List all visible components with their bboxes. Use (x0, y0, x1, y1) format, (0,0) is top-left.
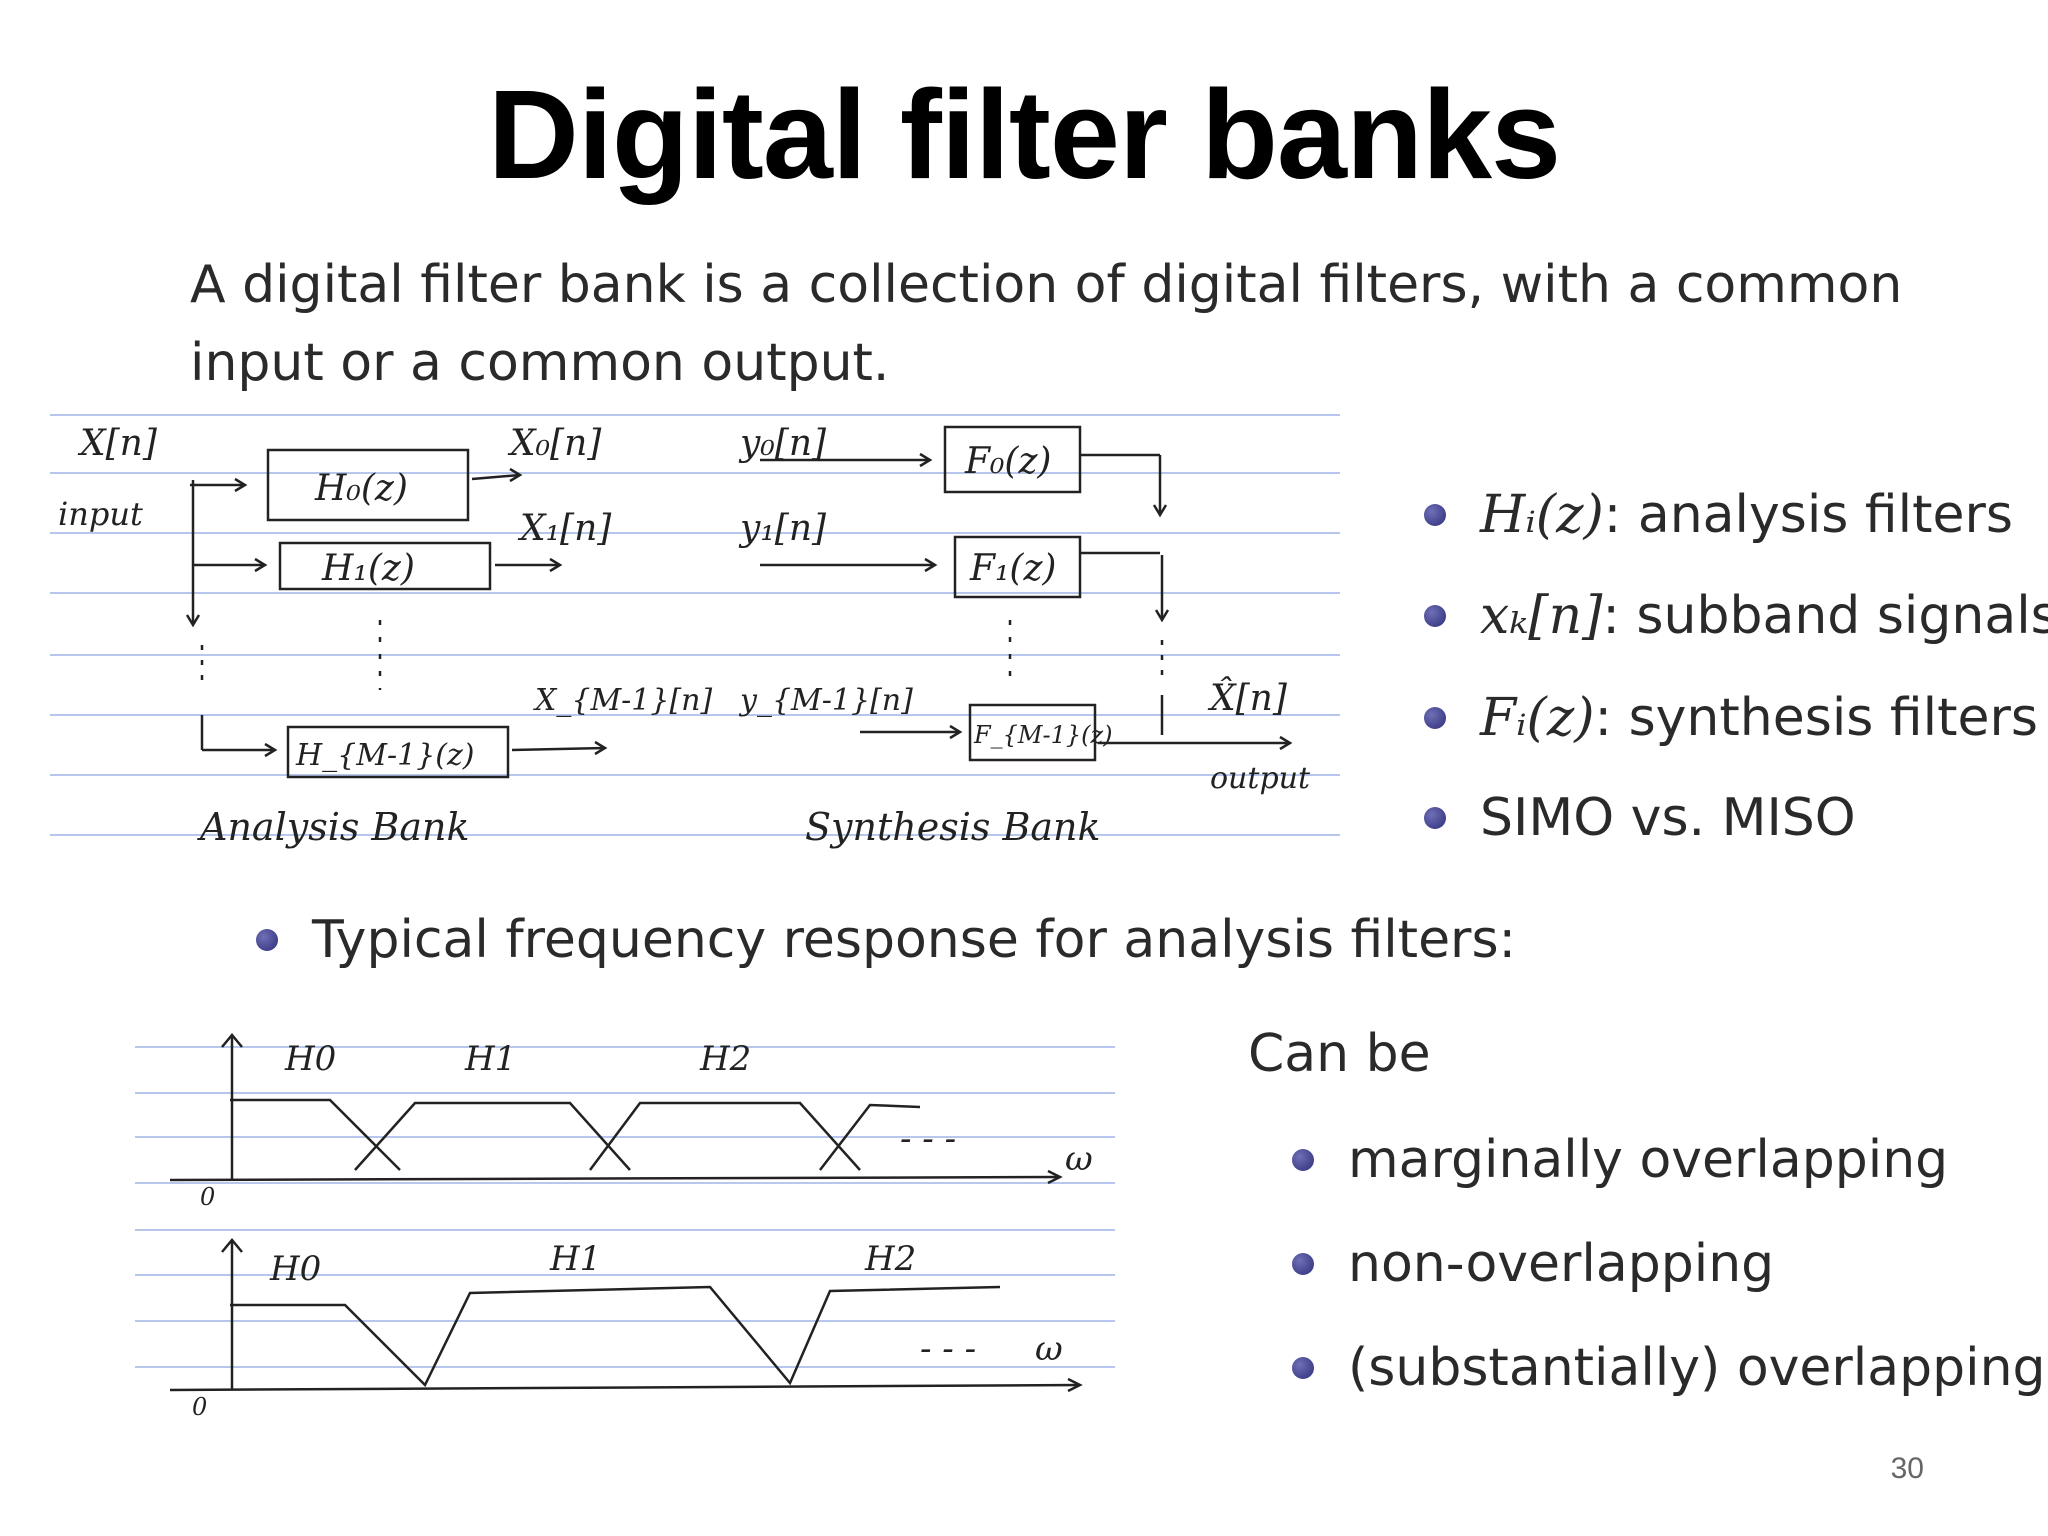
bullet-icon (1292, 1149, 1314, 1171)
diagram-xhat-label: X̂[n] (1207, 676, 1288, 719)
page-number: 30 (1890, 1452, 1924, 1485)
diagram-ym1-label: y_{M-1}[n] (738, 683, 913, 718)
bullet-icon (256, 929, 278, 951)
plot1-h2-label: H2 (699, 1039, 751, 1079)
can-be-item-non-overlapping: non-overlapping (1292, 1234, 1774, 1294)
diagram-output-label: output (1210, 761, 1311, 796)
can-be-item-marginal: marginally overlapping (1292, 1130, 1948, 1190)
diagram-fm1-label: F_{M-1}(z) (973, 721, 1113, 749)
plot2-h2-label: H2 (864, 1239, 916, 1279)
plot1-zero-label: 0 (200, 1183, 215, 1211)
bullet-math: Fᵢ(z) (1480, 688, 1595, 748)
diagram-y0-label: y₀[n] (738, 423, 827, 464)
plot2-zero-label: 0 (192, 1393, 207, 1421)
frequency-response-plots: H0 H1 H2 - - - ω 0 H0 H1 H2 - - - ω 0 (135, 1033, 1115, 1421)
bullet-icon (1292, 1253, 1314, 1275)
bullet-text: : synthesis filters (1594, 688, 2038, 748)
analysis-bank-label: Analysis Bank (197, 805, 470, 849)
diagram-input-label: input (58, 495, 143, 533)
can-be-item-overlapping: (substantially) overlapping (1292, 1338, 2046, 1398)
bullet-icon (1292, 1357, 1314, 1379)
synthesis-bank-label: Synthesis Bank (805, 805, 1101, 849)
plot2-h0-label: H0 (269, 1249, 321, 1289)
plot2-omega-label: ω (1035, 1329, 1063, 1369)
can-be-item-text: marginally overlapping (1348, 1130, 1949, 1190)
diagram-hm1-label: H_{M-1}(z) (295, 738, 475, 773)
diagram-xm1-label: X_{M-1}[n] (533, 683, 712, 718)
plot1-omega-label: ω (1065, 1139, 1093, 1179)
freq-response-heading: Typical frequency response for analysis … (256, 910, 1516, 970)
can-be-label: Can be (1248, 1024, 1431, 1084)
bullet-analysis-filters: Hᵢ(z) : analysis filters (1424, 485, 2013, 545)
diagram-f1-label: F₁(z) (969, 548, 1056, 589)
freq-heading-text: Typical frequency response for analysis … (312, 910, 1517, 970)
diagram-f0-label: F₀(z) (964, 441, 1051, 482)
bullet-text: : subband signals (1602, 586, 2048, 646)
bullet-text: : analysis filters (1603, 485, 2013, 545)
bullet-icon (1424, 807, 1446, 829)
diagram-x0-label: X₀[n] (507, 423, 602, 464)
can-be-item-text: (substantially) overlapping (1348, 1338, 2046, 1398)
can-be-item-text: non-overlapping (1348, 1234, 1775, 1294)
plot2-h1-label: H1 (549, 1239, 601, 1279)
diagram-xn-label: X[n] (77, 423, 158, 464)
bullet-math: xₖ[n] (1480, 586, 1603, 646)
plot1-h1-label: H1 (464, 1039, 516, 1079)
plot1-dots: - - - (900, 1119, 956, 1159)
bullet-simo-miso: SIMO vs. MISO (1424, 788, 1856, 848)
bullet-subband-signals: xₖ[n] : subband signals (1424, 586, 2048, 646)
bullet-icon (1424, 504, 1446, 526)
slide-title: Digital filter banks (487, 64, 1561, 205)
bullet-icon (1424, 707, 1446, 729)
intro-text: A digital filter bank is a collection of… (190, 255, 1903, 393)
bullet-text: SIMO vs. MISO (1480, 788, 1856, 848)
plot1-h0-label: H0 (284, 1039, 336, 1079)
diagram-x1-label: X₁[n] (517, 508, 612, 549)
filter-bank-diagram: X[n] input H₀(z) H₁(z) H_{M-1}(z) X₀[n] … (50, 414, 1340, 849)
diagram-h0-label: H₀(z) (314, 468, 408, 509)
bullet-icon (1424, 605, 1446, 627)
diagram-h1-label: H₁(z) (321, 548, 415, 589)
bullet-synthesis-filters: Fᵢ(z) : synthesis filters (1424, 688, 2038, 748)
diagram-y1-label: y₁[n] (738, 508, 827, 549)
bullet-math: Hᵢ(z) (1480, 485, 1604, 545)
plot2-dots: - - - (920, 1329, 976, 1369)
